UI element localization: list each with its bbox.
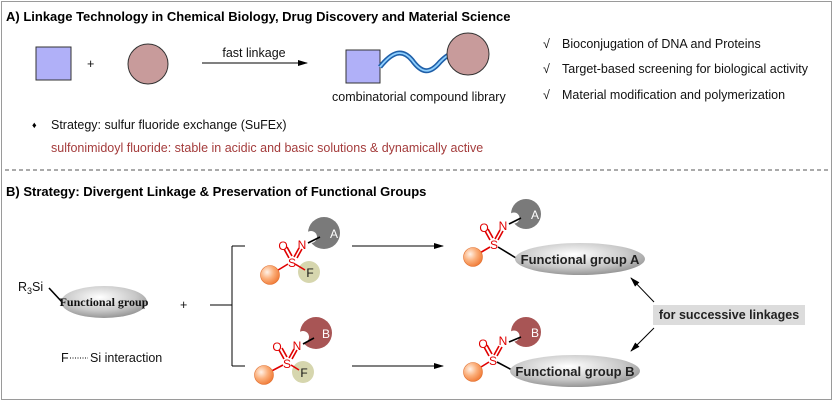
substrate-sphere <box>260 265 280 285</box>
atom-o: O <box>272 340 281 354</box>
substrate-sphere <box>254 365 274 385</box>
atom-o: O <box>479 221 488 235</box>
square-block-product <box>345 49 381 84</box>
atom-n: N <box>293 339 302 353</box>
atom-s: S <box>489 354 497 368</box>
atom-n: N <box>298 238 307 252</box>
silyl-functional-group: R3Si Functional group <box>18 280 149 318</box>
atom-s: S <box>283 357 291 371</box>
product-b-label: Functional group B <box>515 364 634 379</box>
note-box <box>653 305 805 325</box>
application-item: Material modification and polymerization <box>562 88 785 102</box>
functional-group-ellipse <box>61 286 147 318</box>
note-label: for successive linkages <box>659 308 799 322</box>
reagent-b: B S O N F <box>254 317 332 385</box>
reagent-a: A S O N F <box>260 217 340 285</box>
group-a-icon <box>308 217 340 249</box>
square-block <box>35 46 72 81</box>
atom-s: S <box>490 238 498 252</box>
group-a-icon <box>511 199 541 229</box>
product-a: A S O N Functional group A <box>463 199 645 275</box>
application-item: Bioconjugation of DNA and Proteins <box>562 37 761 51</box>
n-group-bond <box>302 337 315 345</box>
atom-f: F <box>300 366 307 380</box>
group-b-label: B <box>531 326 539 340</box>
product-label: combinatorial compound library <box>332 90 506 104</box>
group-b-notch <box>297 331 309 343</box>
circle-block-product <box>446 32 490 76</box>
atom-s: S <box>288 256 296 270</box>
plus-sign: + <box>87 57 94 71</box>
check-icon: √ <box>543 62 550 76</box>
silyl-bond <box>48 287 63 303</box>
atom-o: O <box>478 337 487 351</box>
circle-block <box>127 43 169 85</box>
highlight-text: sulfonimidoyl fluoride: stable in acidic… <box>51 141 483 155</box>
arrow-to-group-b <box>630 327 655 352</box>
product-b: B S O N Functional group B <box>463 317 640 387</box>
plus-sign: + <box>180 298 187 312</box>
substrate-sphere <box>463 247 483 267</box>
group-b-icon <box>511 317 541 347</box>
check-icon: √ <box>543 88 550 102</box>
section-b-title: B) Strategy: Divergent Linkage & Preserv… <box>6 184 426 199</box>
product-a-label: Functional group A <box>521 252 640 267</box>
group-a-label: A <box>330 227 338 241</box>
functional-group-label: Functional group <box>60 295 149 309</box>
arrow-label: fast linkage <box>222 46 285 60</box>
interaction-label: Si interaction <box>90 351 162 365</box>
section-a-title: A) Linkage Technology in Chemical Biolog… <box>6 9 510 24</box>
atom-o: O <box>278 239 287 253</box>
substrate-sphere <box>463 362 483 382</box>
group-a-label: A <box>531 208 539 222</box>
silyl-label: R3Si <box>18 280 43 296</box>
atom-n: N <box>499 219 508 233</box>
n-group-bond <box>307 236 321 244</box>
divergence-bracket <box>210 245 245 367</box>
strategy-text: Strategy: sulfur fluoride exchange (SuFE… <box>51 118 287 132</box>
product-a-ellipse <box>515 243 645 275</box>
atom-n: N <box>499 334 508 348</box>
diamond-bullet-icon: ♦ <box>32 120 37 130</box>
group-b-label: B <box>322 327 330 341</box>
atom-f: F <box>306 266 313 280</box>
product-b-ellipse <box>510 355 640 387</box>
f-si-interaction: F Si interaction <box>61 351 162 365</box>
application-item: Target-based screening for biological ac… <box>562 62 809 76</box>
fluoride-circle <box>298 261 320 283</box>
fluoride-circle <box>292 361 314 383</box>
application-list: √ Bioconjugation of DNA and Proteins √ T… <box>543 37 809 102</box>
check-icon: √ <box>543 37 550 51</box>
arrow-to-group-a <box>630 277 655 303</box>
interaction-f: F <box>61 351 69 365</box>
